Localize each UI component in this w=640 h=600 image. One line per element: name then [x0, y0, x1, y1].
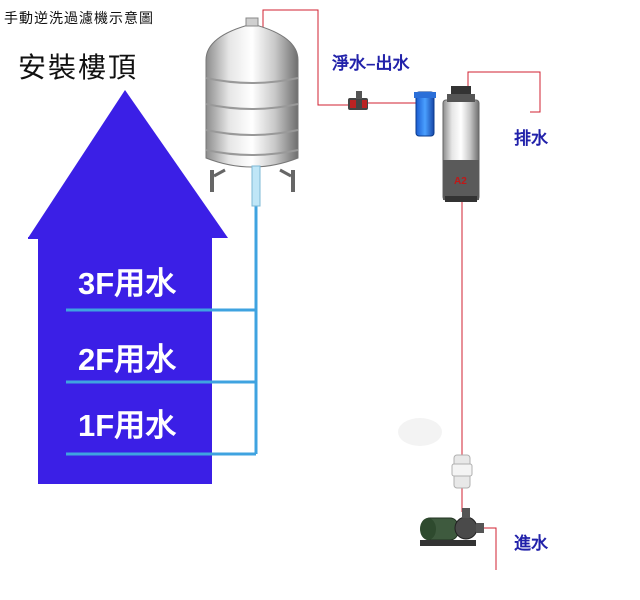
- faint-mark: [398, 418, 442, 446]
- valve-icon: [348, 91, 368, 110]
- prefilter-housing: [414, 91, 436, 137]
- supply-pipes: [66, 206, 258, 456]
- water-tank: [205, 17, 299, 207]
- check-valve-icon: [451, 454, 473, 489]
- floor-1-label: 1F用水: [78, 408, 177, 443]
- red-pipe-lines: [262, 9, 541, 570]
- floor-2-label: 2F用水: [78, 342, 177, 377]
- floor-3-label: 3F用水: [78, 266, 177, 301]
- house-shape: [28, 90, 228, 484]
- water-in-label: 進水: [514, 534, 548, 553]
- filter-column: [442, 86, 480, 202]
- filter-mark-label: A2: [454, 176, 467, 187]
- pump-icon: [420, 508, 484, 546]
- roof-install-label: 安裝樓頂: [18, 51, 139, 84]
- drain-label: 排水: [514, 129, 548, 148]
- diagram-title: 手動逆洗過濾機示意圖: [4, 11, 154, 27]
- clean-water-out-label: 淨水–出水: [332, 54, 410, 73]
